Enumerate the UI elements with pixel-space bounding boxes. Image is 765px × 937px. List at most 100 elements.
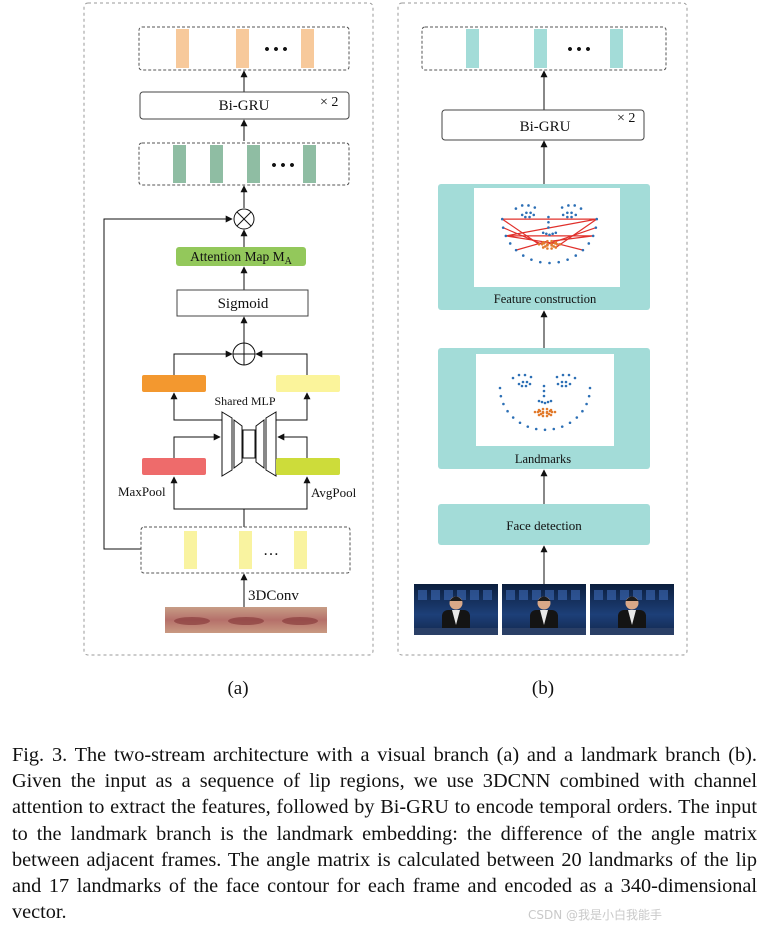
face-landmark-39 bbox=[542, 394, 546, 398]
face-landmark-11 bbox=[568, 421, 572, 425]
lip-landmark-59 bbox=[550, 244, 553, 247]
face-landmark-29 bbox=[528, 215, 531, 219]
anchor-shirt bbox=[540, 610, 548, 625]
lip-landmark-45 bbox=[533, 410, 537, 414]
lip-landmark-63 bbox=[544, 245, 547, 248]
face-landmark-37 bbox=[547, 215, 550, 219]
lip-landmark-59 bbox=[545, 411, 549, 415]
mlp-to-avg-output-line bbox=[267, 392, 311, 421]
face-landmark-5 bbox=[518, 421, 522, 425]
anchor-shirt bbox=[628, 610, 636, 625]
studio-screen-0 bbox=[418, 590, 427, 600]
face-landmark-3 bbox=[506, 409, 509, 413]
lip-landmark-54 bbox=[541, 246, 545, 249]
output-bar-3-a bbox=[301, 29, 314, 68]
panel-a-caption: (a) bbox=[227, 678, 249, 699]
face-landmark-36 bbox=[560, 384, 564, 388]
face-landmark-37 bbox=[542, 384, 546, 388]
face-landmark-13 bbox=[587, 242, 591, 245]
face-landmark-21 bbox=[560, 206, 564, 209]
face-landmark-15 bbox=[594, 226, 598, 229]
lip-landmark-55 bbox=[536, 410, 540, 414]
face-landmark-28 bbox=[528, 382, 532, 386]
lip-landmark-52 bbox=[545, 414, 549, 418]
sigmoid-label: Sigmoid bbox=[218, 296, 269, 312]
face-landmark-18 bbox=[520, 204, 524, 207]
mlp-output-avg-bar bbox=[276, 375, 340, 392]
face-landmark-27 bbox=[525, 380, 529, 384]
studio-screen-2 bbox=[444, 590, 453, 600]
studio-screen-5 bbox=[483, 590, 492, 600]
lip-landmark-50 bbox=[553, 410, 557, 414]
lip-landmark-53 bbox=[541, 414, 545, 418]
studio-screen-3 bbox=[633, 590, 642, 600]
lip-landmark-60 bbox=[541, 411, 545, 415]
figure-caption: Fig. 3. The two-stream architecture with… bbox=[12, 742, 757, 925]
bigru-box-b bbox=[441, 109, 645, 141]
news-frame-3 bbox=[590, 584, 674, 635]
face-landmark-15 bbox=[587, 394, 591, 398]
anchor-hair bbox=[625, 596, 639, 601]
face-landmark-31 bbox=[556, 382, 560, 386]
anchor-shirt bbox=[452, 610, 460, 625]
news-desk bbox=[502, 628, 586, 635]
face-landmark-34 bbox=[574, 213, 578, 217]
lip-landmark-47 bbox=[541, 407, 545, 411]
face-landmark-38 bbox=[542, 389, 546, 393]
bigru-label-a: Bi-GRU bbox=[219, 98, 270, 114]
face-landmark-39 bbox=[547, 226, 550, 229]
face-landmark-0 bbox=[500, 217, 504, 221]
output-ellipsis-a: • • • bbox=[264, 42, 287, 58]
face-landmark-32 bbox=[566, 211, 569, 215]
avgpool-bar bbox=[276, 458, 340, 475]
attended-feature-box-a bbox=[138, 142, 350, 186]
face-landmark-33 bbox=[564, 380, 568, 384]
landmarks-image bbox=[476, 354, 614, 446]
studio-screen-0 bbox=[506, 590, 515, 600]
maxpool-label: MaxPool bbox=[118, 484, 166, 499]
anchor-hair bbox=[449, 596, 463, 601]
face-landmark-42 bbox=[548, 233, 551, 237]
face-landmark-10 bbox=[560, 425, 564, 428]
face-landmark-40 bbox=[537, 399, 541, 403]
lip-landmark-61 bbox=[538, 409, 542, 413]
studio-screen-1 bbox=[431, 590, 440, 600]
face-landmark-10 bbox=[566, 258, 569, 261]
avgpool-to-mlp-line bbox=[277, 433, 308, 458]
studio-screen-2 bbox=[532, 590, 541, 600]
feature-construction-plot bbox=[500, 204, 599, 265]
left-branch-to-sum bbox=[173, 350, 233, 375]
face-landmark-26 bbox=[521, 380, 525, 384]
connector-line-5 bbox=[559, 243, 584, 251]
news-frame-2 bbox=[502, 584, 586, 635]
output-bar-1-b bbox=[466, 29, 479, 68]
lip-landmark-63 bbox=[539, 412, 543, 416]
face-landmark-20 bbox=[529, 375, 533, 379]
feature-construction-label: Feature construction bbox=[494, 292, 597, 306]
face-landmark-24 bbox=[579, 207, 583, 210]
panel-a: • • • Bi-GRU × 2 • • • Attention Map MA bbox=[83, 2, 374, 656]
studio-screen-3 bbox=[545, 590, 554, 600]
avgpool-label: AvgPool bbox=[311, 485, 357, 500]
face-landmark-24 bbox=[573, 376, 577, 380]
face-landmark-44 bbox=[554, 231, 558, 235]
features-to-avgpool-line bbox=[244, 476, 311, 510]
face-landmark-30 bbox=[520, 384, 524, 388]
attended-bar-2 bbox=[210, 145, 223, 183]
face-landmark-35 bbox=[570, 215, 573, 219]
face-landmark-38 bbox=[547, 220, 550, 224]
studio-screen-1 bbox=[607, 590, 616, 600]
face-landmark-9 bbox=[557, 260, 561, 264]
face-landmark-34 bbox=[568, 382, 572, 386]
studio-screen-4 bbox=[558, 590, 567, 600]
face-landmark-22 bbox=[567, 204, 570, 207]
face-landmark-33 bbox=[570, 211, 573, 215]
face-landmark-0 bbox=[498, 386, 502, 390]
face-landmark-14 bbox=[585, 402, 588, 406]
face-landmark-2 bbox=[502, 402, 505, 406]
face-landmark-5 bbox=[521, 254, 525, 257]
studio-screen-0 bbox=[594, 590, 603, 600]
face-landmark-2 bbox=[504, 234, 508, 238]
face-landmark-23 bbox=[567, 373, 571, 377]
